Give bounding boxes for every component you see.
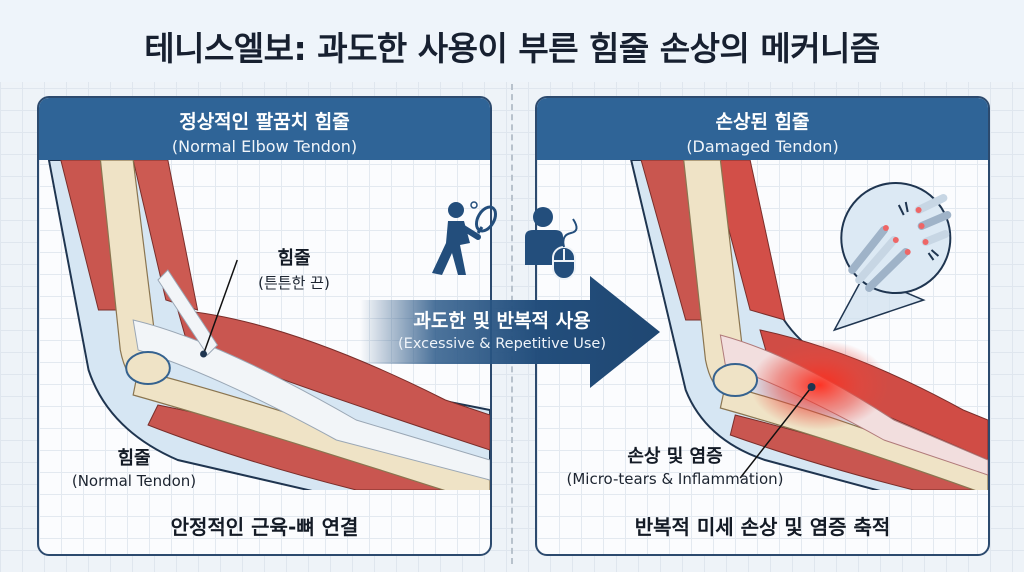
normal-panel-subtitle: (Normal Elbow Tendon) [171,137,358,156]
overuse-label-ko: 과도한 및 반복적 사용 [413,310,591,332]
tennis-player-icon [432,201,497,275]
normal-panel-title: 정상적인 팔꿈치 힘줄 [179,111,350,133]
normal-tendon-panel: 정상적인 팔꿈치 힘줄 (Normal Elbow Tendon) 힘줄 (튼튼… [37,96,492,556]
title-band [0,0,1024,82]
inflammation-zone [750,340,889,430]
tendon-callout-label: 힘줄 (튼튼한 끈) [258,248,330,292]
forearm-bone [132,369,490,490]
overuse-arrow-label: 과도한 및 반복적 사용 (Excessive & Repetitive Use… [372,306,632,352]
overuse-label-en: (Excessive & Repetitive Use) [398,336,606,352]
frayed-fibers-magnifier [840,182,952,294]
damaged-panel-title: 손상된 힘줄 [715,111,810,133]
upper-muscle-front [709,160,786,321]
normal-panel-caption: 안정적인 근육-뼈 연결 [170,515,359,539]
page-title: 테니스엘보: 과도한 사용이 부른 힘줄 손상의 메커니즘 [144,29,880,68]
normal-tendon-label: 힘줄 (Normal Tendon) [71,448,197,490]
elbow-joint [125,351,171,385]
tendon-callout-line [202,259,238,355]
normal-elbow-illustration [47,160,490,490]
normal-panel-header: 정상적인 팔꿈치 힘줄 (Normal Elbow Tendon) [39,98,490,160]
damage-callout-line [739,386,813,479]
upper-muscle-front [132,160,199,311]
damaged-panel-caption: 반복적 미세 손상 및 염증 축적 [634,515,891,539]
damaged-elbow-illustration [630,160,988,490]
overuse-arrow [360,276,660,388]
computer-mouse-user-icon [525,207,578,280]
damaged-panel-header: 손상된 힘줄 (Damaged Tendon) [537,98,988,160]
damaged-panel-subtitle: (Damaged Tendon) [686,137,839,156]
common-extensor-tendon [132,319,490,481]
damage-callout-label: 손상 및 염증 (Micro-tears & Inflammation) [566,446,784,488]
elbow-joint [712,363,759,397]
